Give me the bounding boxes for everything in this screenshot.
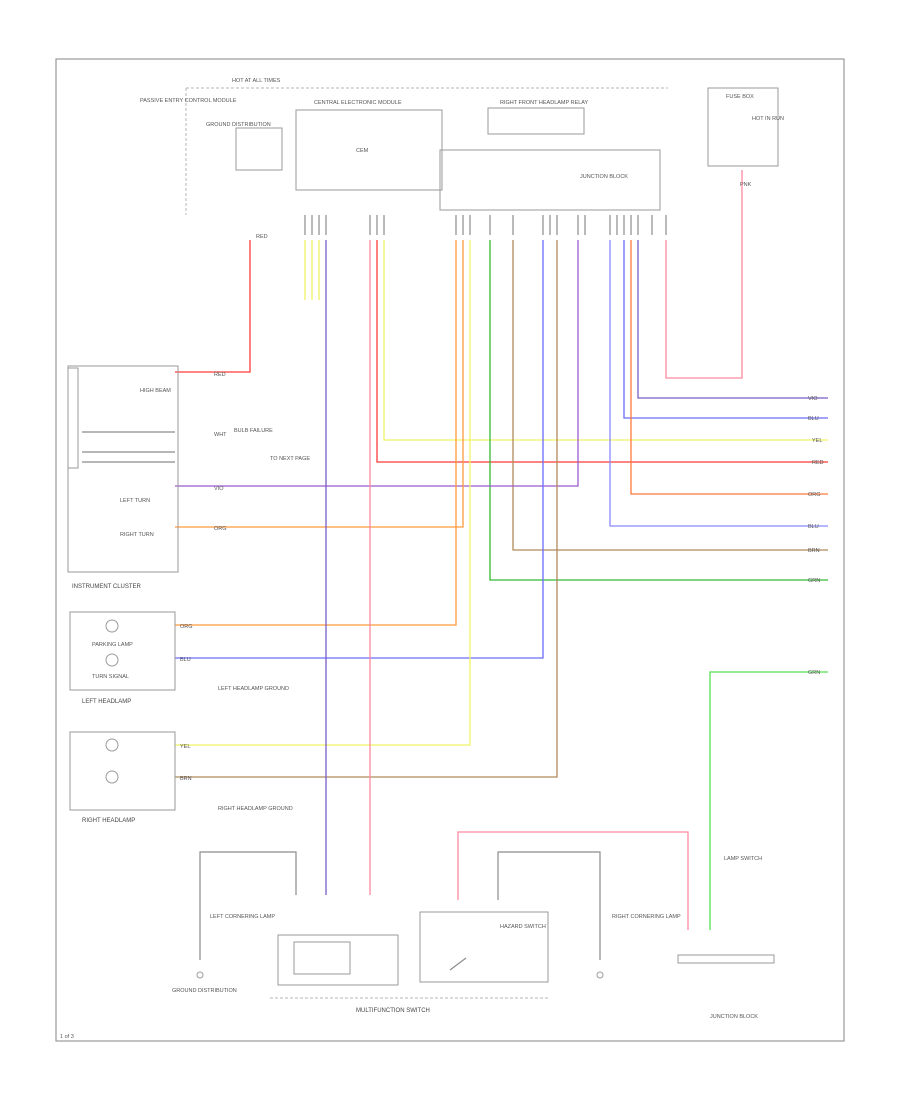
left-lamp-ground-label: LEFT HEADLAMP GROUND bbox=[218, 686, 289, 692]
wire-pink-hazard bbox=[457, 831, 689, 930]
svg-text:BLU: BLU bbox=[180, 657, 191, 663]
hazard-switch-label: HAZARD SWITCH bbox=[500, 924, 546, 930]
right-headlamp-label: RIGHT HEADLAMP bbox=[82, 818, 135, 824]
hazard-contact bbox=[449, 957, 467, 971]
fuse-box-label: FUSE BOX bbox=[726, 94, 754, 100]
svg-text:YEL: YEL bbox=[180, 744, 190, 750]
svg-text:WHT: WHT bbox=[214, 432, 227, 438]
left-cornering-label: LEFT CORNERING LAMP bbox=[210, 914, 275, 920]
page-code: 1 of 3 bbox=[60, 1034, 74, 1040]
svg-text:BLU: BLU bbox=[808, 524, 819, 530]
wire-violet-1 bbox=[637, 240, 828, 399]
passive-label: PASSIVE ENTRY CONTROL MODULE bbox=[140, 98, 237, 104]
svg-text:ORG: ORG bbox=[808, 492, 821, 498]
high-beam-label: HIGH BEAM bbox=[140, 388, 171, 394]
right-cornering-ground bbox=[596, 971, 604, 979]
to-next-label: TO NEXT PAGE bbox=[270, 456, 310, 462]
svg-text:PNK: PNK bbox=[740, 182, 752, 188]
ground-dist-bottom-label: GROUND DISTRIBUTION bbox=[172, 988, 237, 994]
wire-orange-red-1 bbox=[630, 240, 828, 495]
wire-pink-fusebox bbox=[665, 170, 743, 379]
turn-right-label: RIGHT TURN bbox=[120, 532, 154, 538]
left-headlamp-bulb bbox=[105, 619, 119, 633]
rf-relay-box bbox=[487, 107, 585, 135]
hazard-switch-box bbox=[419, 911, 549, 983]
cem-module bbox=[295, 109, 443, 191]
mfs-inner-box bbox=[293, 941, 351, 975]
svg-text:RED: RED bbox=[812, 460, 824, 466]
wire-brown-1 bbox=[512, 240, 828, 551]
right-cornering-wire bbox=[497, 851, 601, 960]
cem-label: CENTRAL ELECTRONIC MODULE bbox=[314, 100, 402, 106]
junction-bottom-label: JUNCTION BLOCK bbox=[710, 1014, 758, 1020]
right-lamp-ground-label: RIGHT HEADLAMP GROUND bbox=[218, 806, 293, 812]
right-cornering-label: RIGHT CORNERING LAMP bbox=[612, 914, 681, 920]
svg-text:BRN: BRN bbox=[808, 548, 820, 554]
svg-text:BRN: BRN bbox=[180, 776, 192, 782]
svg-text:ORG: ORG bbox=[180, 624, 193, 630]
bottom-right-connector bbox=[677, 954, 775, 964]
lamp-switch-label: LAMP SWITCH bbox=[724, 856, 762, 862]
turn-signal-label: TURN SIGNAL bbox=[92, 674, 129, 680]
svg-text:YEL: YEL bbox=[812, 438, 822, 444]
right-edge-markers: VIO BLU YEL RED ORG BLU BRN GRN GRN bbox=[808, 396, 824, 676]
wire-red-left bbox=[175, 240, 251, 373]
left-cornering-ground bbox=[196, 971, 204, 979]
wire-red-1 bbox=[376, 240, 828, 463]
svg-text:VIO: VIO bbox=[808, 396, 818, 402]
wire-green-1 bbox=[489, 240, 828, 581]
right-turn-bulb bbox=[105, 770, 119, 784]
left-turn-bulb bbox=[105, 653, 119, 667]
turn-left-label: LEFT TURN bbox=[120, 498, 150, 504]
multifunction-switch-label: MULTIFUNCTION SWITCH bbox=[356, 1008, 430, 1014]
junction-label: JUNCTION BLOCK bbox=[580, 174, 628, 180]
wire-yellow-1 bbox=[383, 240, 828, 441]
instrument-cluster-label: INSTRUMENT CLUSTER bbox=[72, 584, 142, 590]
wire-orange-cluster bbox=[175, 240, 464, 528]
wire-blue-1 bbox=[623, 240, 828, 419]
ground-dist-label: GROUND DISTRIBUTION bbox=[206, 122, 271, 128]
cem-sub-label: CEM bbox=[356, 148, 369, 154]
svg-text:RED: RED bbox=[214, 372, 226, 378]
svg-text:BLU: BLU bbox=[808, 416, 819, 422]
cem-inner-box bbox=[235, 127, 283, 171]
wire-light-green bbox=[709, 671, 828, 930]
wire-blue-lh bbox=[175, 240, 544, 659]
diagram-frame bbox=[55, 58, 845, 1042]
svg-text:RED: RED bbox=[256, 234, 268, 240]
svg-text:ORG: ORG bbox=[214, 526, 227, 532]
svg-text:GRN: GRN bbox=[808, 670, 820, 676]
cluster-connector bbox=[67, 367, 79, 469]
bulb-failure-label: BULB FAILURE bbox=[234, 428, 273, 434]
junction-box bbox=[439, 149, 661, 211]
wire-brown-rh bbox=[175, 240, 558, 778]
right-headlamp-bulb bbox=[105, 738, 119, 752]
wire-light-blue-1 bbox=[609, 240, 828, 527]
parking-lamp-label: PARKING LAMP bbox=[92, 642, 133, 648]
left-wire-tags: RED WHT VIO ORG ORG BLU YEL BRN RED PNK bbox=[180, 182, 752, 782]
rf-relay-label: RIGHT FRONT HEADLAMP RELAY bbox=[500, 100, 589, 106]
multifunction-switch-box bbox=[277, 934, 399, 986]
top-connectors bbox=[304, 215, 667, 235]
left-cornering-wire bbox=[199, 851, 297, 960]
wire-orange-lh bbox=[175, 240, 457, 626]
instrument-cluster-box bbox=[67, 365, 179, 573]
left-headlamp-label: LEFT HEADLAMP bbox=[82, 699, 131, 705]
svg-text:VIO: VIO bbox=[214, 486, 224, 492]
left-headlamp-box bbox=[69, 611, 176, 691]
wire-violet-cluster bbox=[175, 240, 579, 487]
right-headlamp-box bbox=[69, 731, 176, 811]
hot-run-label: HOT IN RUN bbox=[752, 116, 784, 122]
top-power-label: HOT AT ALL TIMES bbox=[232, 78, 281, 84]
wire-yellow-rh bbox=[175, 240, 471, 746]
fuse-box bbox=[707, 87, 779, 167]
svg-text:GRN: GRN bbox=[808, 578, 820, 584]
